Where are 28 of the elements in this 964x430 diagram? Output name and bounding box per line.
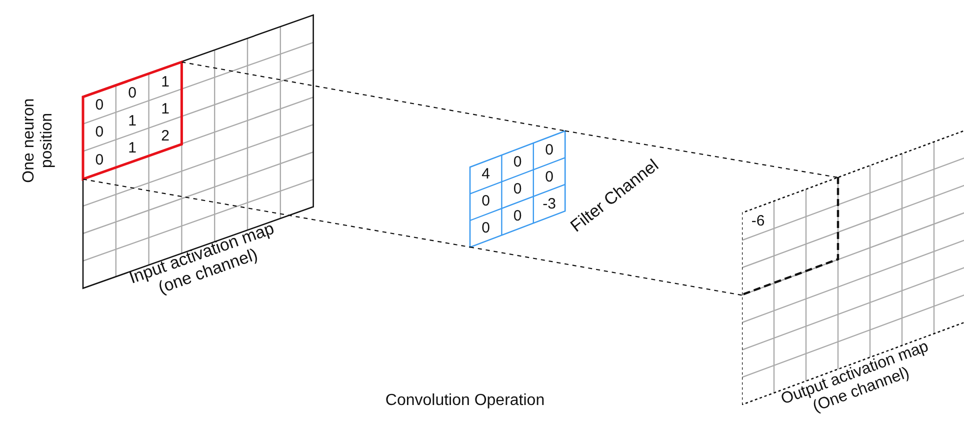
cell-value: -6 [751, 213, 765, 228]
cell-value: 0 [513, 154, 522, 170]
cell-value: -3 [542, 196, 556, 212]
dashed-connector [182, 62, 566, 132]
cell-value: 1 [128, 113, 137, 128]
cell-value: 4 [482, 166, 490, 182]
cell-value: 0 [95, 124, 104, 140]
dashed-connector [470, 246, 742, 296]
cell-value: 0 [95, 152, 104, 168]
cell-value: 0 [513, 181, 522, 196]
cell-value: 0 [482, 194, 490, 209]
cell-value: 0 [513, 208, 522, 224]
cell-value: 2 [161, 128, 170, 144]
cell-value: 1 [161, 74, 170, 90]
caption: Convolution Operation [384, 392, 546, 410]
cell-value: 0 [545, 142, 554, 158]
dashed-connector [565, 130, 838, 178]
side-label: One neuron position [20, 96, 56, 184]
cell-value: 0 [95, 97, 104, 112]
cell-value: 1 [161, 101, 170, 116]
cell-value: 0 [128, 86, 137, 101]
cell-value: 0 [545, 169, 554, 184]
output-window [742, 177, 838, 296]
neuron-window [83, 62, 182, 180]
cell-value: 1 [128, 140, 137, 156]
cell-value: 0 [482, 220, 490, 236]
dashed-connector [82, 178, 470, 248]
filter-grid [470, 130, 566, 248]
